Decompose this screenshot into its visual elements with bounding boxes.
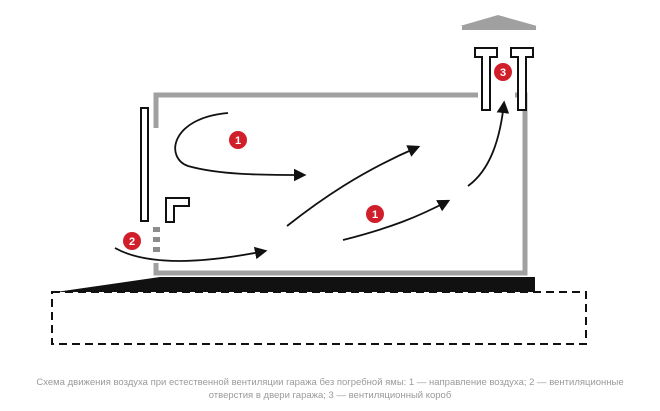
- airflow-arrows: [114, 100, 510, 262]
- door-vent-holes: [153, 227, 160, 252]
- marker-1-middle: 1: [366, 205, 384, 223]
- floor-slab: [56, 277, 535, 292]
- garage-walls: [153, 92, 478, 128]
- airflow-arrow-to-duct: [467, 100, 510, 187]
- svg-text:1: 1: [235, 135, 241, 147]
- marker-1-top: 1: [229, 131, 247, 149]
- garage-ventilation-diagram: 1 1 2 3: [51, 15, 587, 345]
- garage-gate-panel: [140, 107, 149, 222]
- caption-line-1: Схема движения воздуха при естественной …: [36, 377, 624, 388]
- caption-line-2: отверстия в двери гаража; 3 — вентиляцио…: [208, 390, 452, 401]
- airflow-arrow-diagonal: [286, 145, 421, 227]
- marker-3-duct: 3: [494, 63, 512, 81]
- svg-text:2: 2: [129, 236, 135, 248]
- svg-text:3: 3: [500, 67, 506, 79]
- airflow-arrow-middle: [342, 199, 451, 241]
- figure-caption: Схема движения воздуха при естественной …: [30, 376, 630, 402]
- gate-bracket: [165, 197, 190, 223]
- ventilation-duct: [460, 15, 537, 111]
- svg-text:1: 1: [372, 209, 378, 221]
- ground-foundation: [51, 291, 587, 345]
- marker-2-door: 2: [123, 232, 141, 250]
- airflow-arrow-inlet: [114, 246, 268, 262]
- airflow-arrow-top-loop: [174, 112, 307, 182]
